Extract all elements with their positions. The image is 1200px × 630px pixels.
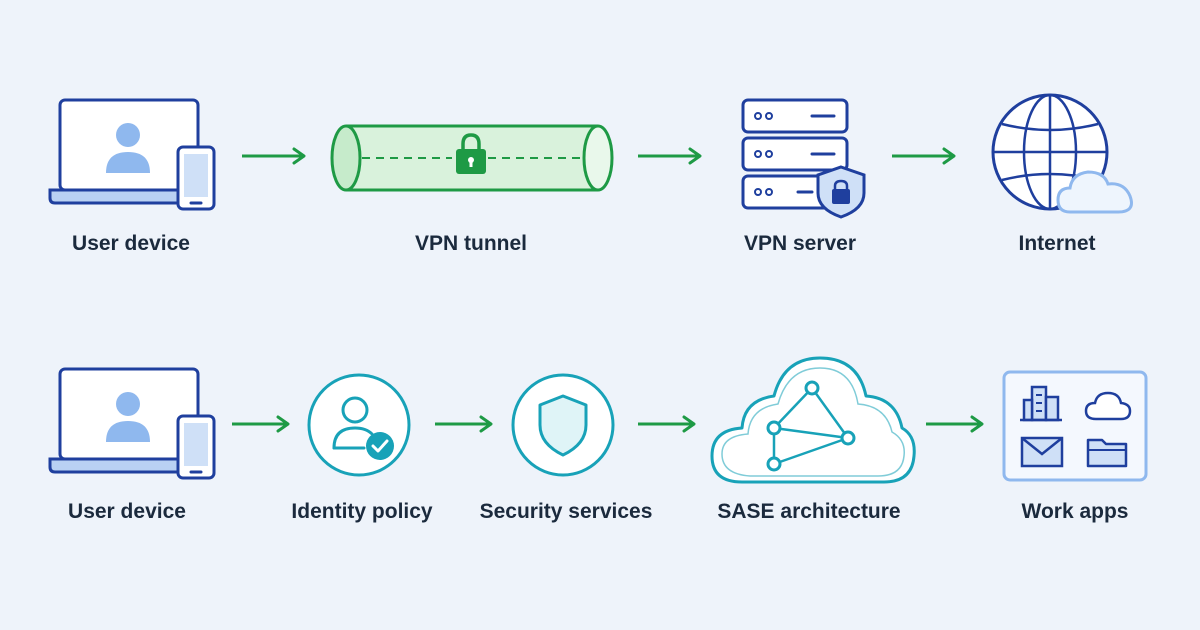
mail-icon: [1020, 436, 1064, 468]
building-icon: [1020, 385, 1062, 422]
step-label: SASE architecture: [717, 500, 901, 523]
arrow-right-icon: [638, 146, 704, 166]
step-label: Work apps: [1021, 500, 1129, 523]
arrow-right-icon: [926, 414, 986, 434]
laptop-phone-icon: [48, 366, 218, 481]
cloud-network-icon: [708, 352, 918, 487]
shield-icon: [510, 372, 616, 478]
arrow-right-icon: [232, 414, 292, 434]
cloud-icon: [1084, 391, 1132, 421]
globe-cloud-icon: [990, 92, 1142, 218]
server-shield-icon: [740, 97, 870, 222]
laptop-phone-icon: [48, 97, 218, 212]
step-label: Internet: [1018, 232, 1096, 255]
arrow-right-icon: [892, 146, 958, 166]
step-label: User device: [68, 500, 186, 523]
step-label: VPN tunnel: [414, 232, 527, 255]
step-label: VPN server: [743, 232, 857, 255]
step-label: Identity policy: [291, 500, 433, 523]
arrow-right-icon: [242, 146, 308, 166]
arrow-right-icon: [435, 414, 495, 434]
apps-grid-icon: [1002, 370, 1148, 482]
step-label: Security services: [479, 500, 653, 523]
tunnel-lock-icon: [328, 122, 618, 194]
user-check-icon: [306, 372, 412, 478]
folder-icon: [1086, 438, 1128, 468]
arrow-right-icon: [638, 414, 698, 434]
step-label: User device: [72, 232, 190, 255]
